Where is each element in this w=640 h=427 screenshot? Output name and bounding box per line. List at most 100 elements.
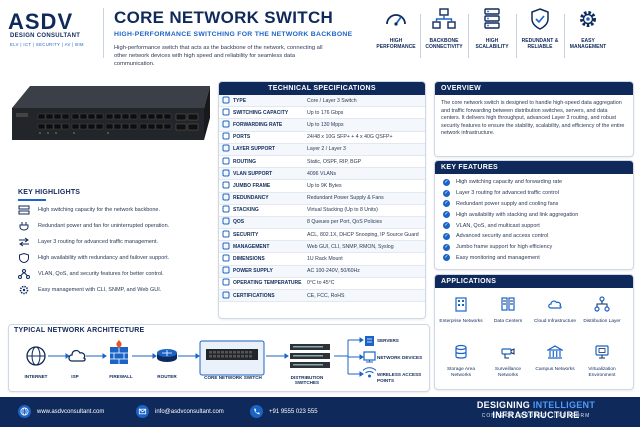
feature-label: HIGH SCALABILITY	[475, 38, 509, 50]
key-features-title: KEY FEATURES	[435, 161, 633, 174]
feature-text: Layer 3 routing for advanced traffic con…	[456, 190, 559, 197]
application-virtualization: Virtualization Environment	[579, 344, 625, 379]
check-icon: ✓	[443, 200, 450, 208]
application-label: Distribution Layer	[583, 319, 621, 324]
spec-value: 0°C to 45°C	[307, 280, 335, 287]
lock-icon	[219, 230, 233, 240]
application-distribution: Distribution Layer	[579, 296, 625, 325]
highlight-text: Easy management with CLI, SNMP, and Web …	[38, 287, 162, 293]
email-icon	[136, 405, 149, 418]
check-icon: ✓	[443, 243, 450, 251]
power-icon	[219, 266, 233, 276]
server-icon	[365, 336, 374, 346]
highlight-item: VLAN, QoS, and security features for bet…	[18, 269, 198, 279]
database-icon	[455, 344, 467, 359]
spec-key: REDUNDANCY	[233, 195, 269, 202]
application-label: Enterprise Networks	[439, 319, 483, 324]
arrows-right-icon	[219, 120, 233, 130]
feature-label: EASY MANAGEMENT	[569, 38, 607, 50]
node-internet-label: INTERNET	[24, 374, 48, 379]
feature-item: ✓ Advanced security and access control	[443, 231, 625, 242]
shield-icon	[19, 253, 29, 263]
feature-high-scalability: HIGH SCALABILITY	[470, 8, 514, 50]
highlight-text: VLAN, QoS, and security features for bet…	[38, 271, 164, 277]
ruler-icon	[219, 254, 233, 264]
spec-key: TYPE	[233, 97, 247, 104]
node-wireless-label: WIRELESS ACCESS POINTS	[377, 372, 422, 383]
data-center-icon	[501, 297, 515, 311]
spec-value: Up to 176 Gbps	[307, 109, 344, 116]
network-nodes-icon	[432, 8, 456, 29]
spec-key: DIMENSIONS	[233, 256, 265, 263]
footer-email-link[interactable]: info@asdvconsultant.com	[155, 409, 224, 415]
footer-website-link[interactable]: www.asdvconsultant.com	[37, 409, 105, 415]
frame-icon	[219, 181, 233, 191]
gear-icon	[19, 285, 29, 295]
ports-icon	[219, 132, 233, 142]
feature-separator	[468, 14, 469, 58]
application-label: Data Centers	[493, 319, 523, 324]
network-icon	[18, 269, 30, 279]
footer-phone[interactable]: +91 9555 023 555	[269, 409, 318, 415]
highlight-text: High availability with redundancy and fa…	[38, 255, 170, 261]
feature-text: VLAN, QoS, and multicast support	[456, 222, 540, 229]
feature-item: ✓ Jumbo frame support for high efficiency	[443, 242, 625, 253]
application-data-centers: Data Centers	[485, 296, 531, 325]
brand-logo: ASDV	[8, 9, 74, 34]
spec-value: CE, FCC, RoHS	[307, 292, 345, 299]
feature-item: ✓VLAN, QoS, and multicast support	[443, 220, 625, 231]
feature-item: ✓Layer 3 routing for advanced traffic co…	[443, 188, 625, 199]
spec-key: POWER SUPPLY	[233, 268, 273, 275]
feature-item: ✓Easy monitoring and management	[443, 253, 625, 264]
key-highlights-title: KEY HIGHLIGHTS	[18, 189, 81, 196]
spec-value: Web GUI, CLI, SNMP, RMON, Syslog	[307, 243, 394, 250]
overview-title: OVERVIEW	[435, 82, 633, 95]
feature-redundant-reliable: REDUNDANT & RELIABLE	[518, 8, 562, 50]
spec-key: PORTS	[233, 134, 251, 141]
server-stack-icon	[484, 8, 500, 29]
application-label: Campus Networks	[535, 367, 575, 372]
network-diagram	[26, 336, 377, 378]
feature-item: ✓High availability with stacking and lin…	[443, 209, 625, 220]
cloud-icon	[68, 349, 86, 362]
feature-text: Jumbo frame support for high efficiency	[456, 244, 553, 251]
application-surveillance: Surveillance Networks	[485, 344, 531, 379]
firewall-icon	[110, 340, 128, 364]
spec-value: Up to 130 Mpps	[307, 121, 344, 128]
check-icon: ✓	[443, 211, 450, 219]
overview-panel: OVERVIEW The core network switch is desi…	[434, 81, 634, 157]
gear-icon	[580, 11, 596, 27]
feature-text: Redundant power supply and cooling fans	[456, 200, 559, 207]
feature-text: Easy monitoring and management	[456, 254, 540, 261]
application-enterprise: Enterprise Networks	[438, 296, 484, 325]
highlight-item: High switching capacity for the network …	[18, 205, 198, 215]
feature-item: ✓ Redundant power supply and cooling fans	[443, 199, 625, 210]
spec-value: 8 Queues per Port, QoS Policies	[307, 219, 382, 226]
feature-easy-management: EASY MANAGEMENT	[566, 8, 610, 50]
check-icon: ✓	[443, 232, 450, 240]
virtual-server-icon	[595, 345, 609, 359]
feature-text: Advanced security and access control	[456, 233, 549, 240]
node-firewall-label: FIREWALL	[109, 374, 133, 379]
feature-text: High switching capacity and forwarding r…	[456, 179, 563, 186]
title-underline	[18, 199, 46, 201]
check-icon: ✓	[443, 178, 450, 186]
highlight-item: Easy management with CLI, SNMP, and Web …	[18, 285, 198, 295]
feature-separator	[516, 14, 517, 58]
feature-label: BACKBONE CONNECTIVITY	[425, 38, 463, 50]
spec-value: 1U Rack Mount	[307, 256, 343, 263]
page-title: CORE NETWORK SWITCH	[114, 8, 334, 27]
overview-text: The core network switch is designed to h…	[441, 100, 625, 137]
highlight-text: High switching capacity for the network …	[38, 207, 160, 213]
hierarchy-icon	[594, 296, 610, 312]
